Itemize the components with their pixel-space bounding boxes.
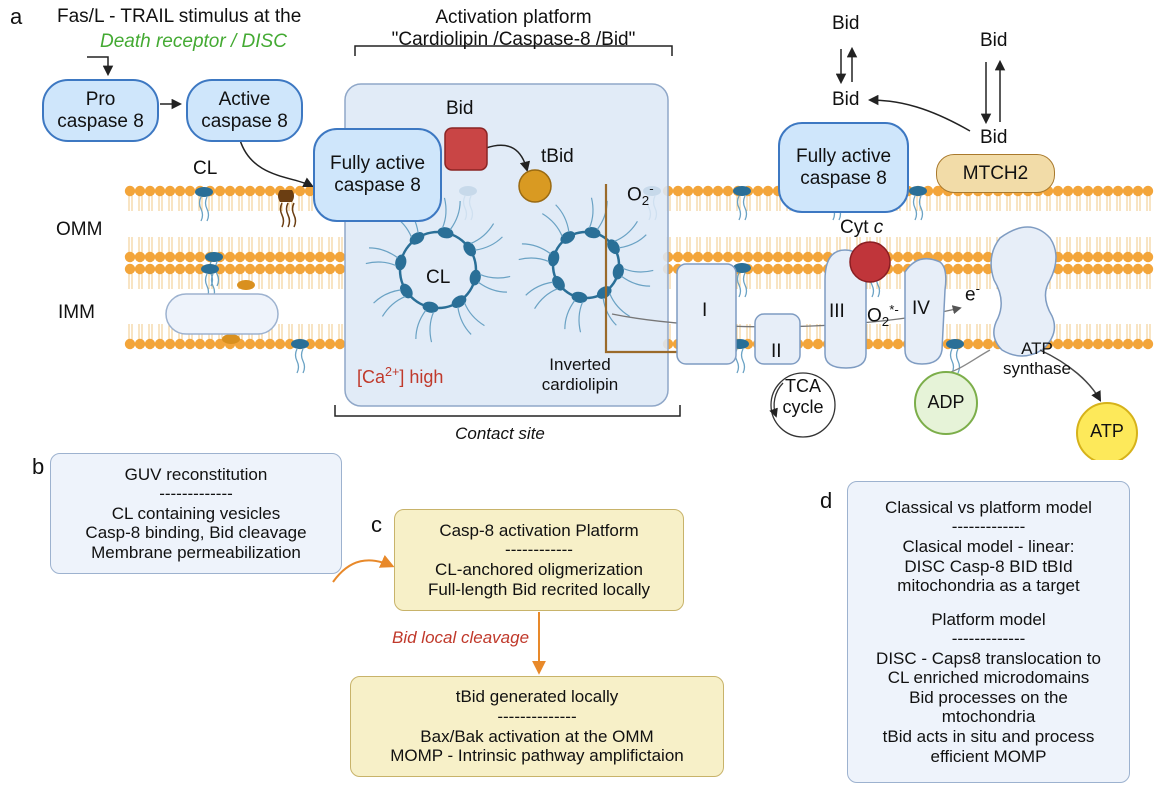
superoxide-label: O2- — [627, 181, 654, 209]
death-receptor-text: Death receptor / DISC — [100, 31, 287, 52]
atp-synthase-shape — [990, 226, 1057, 357]
complex-ii-shape — [754, 313, 801, 365]
complex-iv-shape — [904, 257, 947, 365]
tca-cycle-arrow — [769, 382, 784, 418]
bid-local-cleavage-label: Bid local cleavage — [392, 628, 530, 647]
platform-subtitle: "Cardiolipin /Caspase-8 /Bid" — [391, 29, 636, 50]
bid-transfer-arrow — [867, 94, 971, 132]
adp-circle — [914, 371, 978, 435]
guv-reconstitution-box: GUV reconstitution ------------- CL cont… — [50, 453, 342, 574]
cl-ring-label: CL — [426, 267, 451, 288]
stimulus-text: Fas/L - TRAIL stimulus at the — [57, 6, 302, 27]
imm-label: IMM — [58, 302, 95, 323]
atp-circle — [1076, 402, 1138, 460]
tbid-generated-box: tBid generated locally -------------- Ba… — [350, 676, 724, 777]
cleavage-arrow — [485, 144, 531, 173]
pro-caspase-8-box: Pro caspase 8 — [42, 79, 159, 142]
tca-cycle-circle — [770, 372, 836, 438]
complex-i-label: I — [702, 300, 708, 321]
panel-a-label: a — [10, 4, 23, 29]
complex-i-shape — [676, 263, 737, 365]
vesicle-shape — [165, 293, 279, 335]
calcium-label: [Ca2+] high — [357, 365, 444, 387]
mtch2-box: MTCH2 — [936, 154, 1055, 193]
bid-top-label: Bid — [832, 13, 860, 34]
contact-site-label: Contact site — [455, 424, 545, 443]
bid-mid-label: Bid — [832, 89, 860, 110]
adp-label: ADP — [927, 392, 965, 412]
cytochrome-c-label: Cyt c — [840, 217, 884, 238]
tbid-protein-icon — [518, 169, 552, 203]
superoxide-2-label: O2*- — [867, 302, 899, 330]
bid-right-top-label: Bid — [980, 30, 1008, 51]
bid-lipid-anchor-icon — [278, 190, 294, 202]
recruit-arrow — [239, 139, 314, 187]
cardiolipin-rings — [365, 197, 654, 343]
panel-b-label: b — [32, 454, 45, 479]
bid-right-low-label: Bid — [980, 127, 1008, 148]
atp-label: ATP — [1090, 421, 1124, 441]
cytochrome-c-icon — [849, 241, 891, 283]
electron-label: e- — [965, 281, 981, 306]
panel-d-label: d — [820, 488, 833, 513]
platform-bracket — [354, 45, 673, 56]
anchor-tails-icon — [279, 202, 297, 228]
cl-label: CL — [193, 158, 218, 179]
active-caspase-8-box: Active caspase 8 — [186, 79, 303, 142]
stimulus-arrow — [87, 56, 114, 77]
atp-output-arrow — [1039, 349, 1102, 402]
tbid-label: tBid — [541, 146, 574, 167]
model-comparison-box: Classical vs platform model ------------… — [847, 481, 1130, 783]
complex-iv-label: IV — [912, 298, 930, 319]
omm-label: OMM — [56, 219, 103, 240]
platform-title: Activation platform — [435, 7, 592, 28]
panel-c-label: c — [371, 512, 382, 537]
fully-active-caspase-8-box-right: Fully active caspase 8 — [778, 122, 909, 213]
complex-iii-shape — [824, 249, 867, 369]
activation-platform-box: Casp-8 activation Platform ------------ … — [394, 509, 684, 611]
bid-protein-icon — [444, 127, 488, 171]
inhibition-line — [604, 184, 688, 354]
complex-iii-label: III — [829, 301, 845, 322]
complex-ii-label: II — [771, 341, 782, 362]
contact-site-bracket — [334, 405, 681, 417]
bid-label: Bid — [446, 98, 474, 119]
fully-active-caspase-8-box: Fully active caspase 8 — [313, 128, 442, 222]
